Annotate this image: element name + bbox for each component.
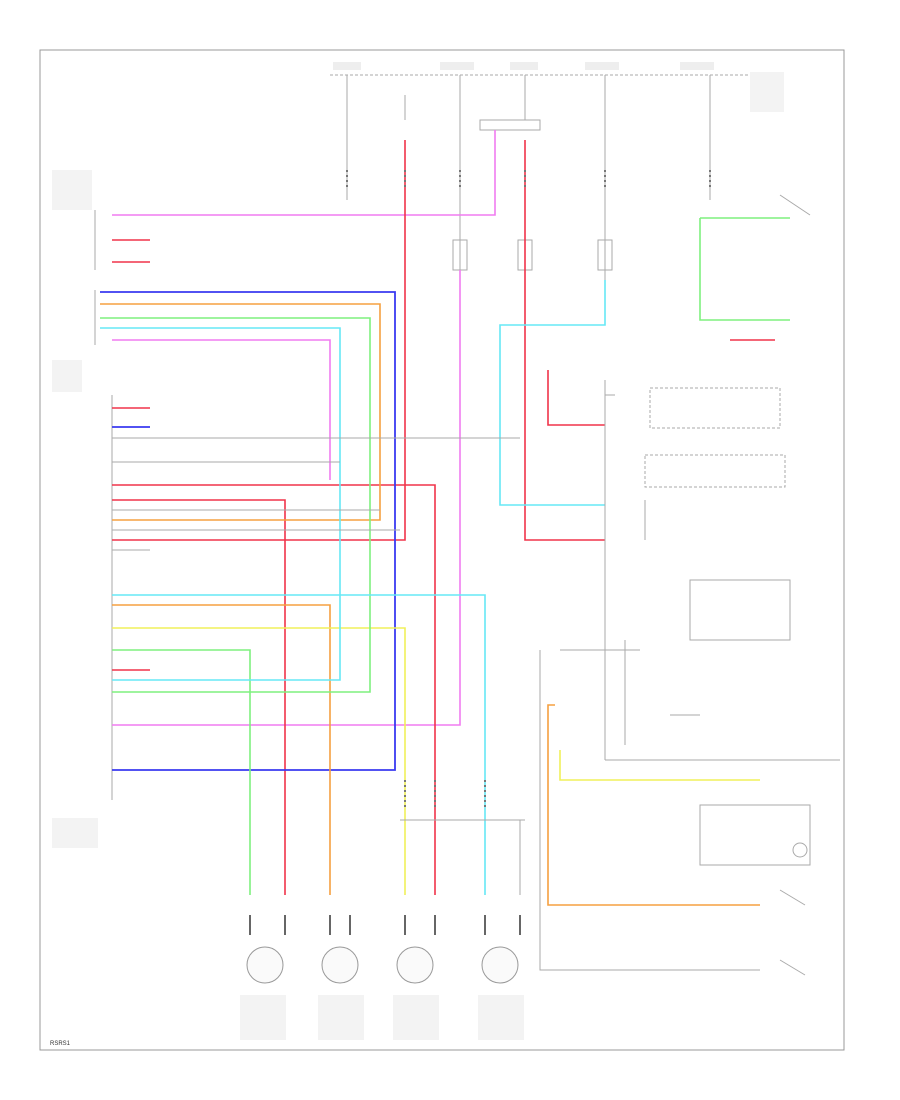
diagram-code: RSRS1 <box>50 1041 71 1047</box>
wheel-sensors <box>246 946 519 984</box>
splice-markers <box>346 170 711 810</box>
diagram-frame <box>39 49 845 1051</box>
wire-pink <box>112 130 496 726</box>
power-sources <box>330 74 750 300</box>
left-component-labels <box>52 170 98 848</box>
wire-red <box>112 140 775 895</box>
wire-yellow <box>112 627 760 895</box>
wheel-sensor-terminals <box>249 915 521 935</box>
wire-green <box>100 217 790 895</box>
wire-blue <box>100 291 396 771</box>
power-source-labels <box>333 62 784 112</box>
wheel-sensor-labels <box>240 995 524 1040</box>
wheel-sensor-left-rear <box>396 946 434 984</box>
wheel-sensor-right-rear <box>481 946 519 984</box>
right-modules <box>604 194 840 976</box>
wire-lightblue <box>100 280 606 895</box>
wheel-sensor-front-right <box>246 946 284 984</box>
wire-gray <box>112 394 760 971</box>
wheel-sensor-left-front <box>321 946 359 984</box>
wire-orange <box>100 303 760 906</box>
connector-rails <box>94 210 113 800</box>
